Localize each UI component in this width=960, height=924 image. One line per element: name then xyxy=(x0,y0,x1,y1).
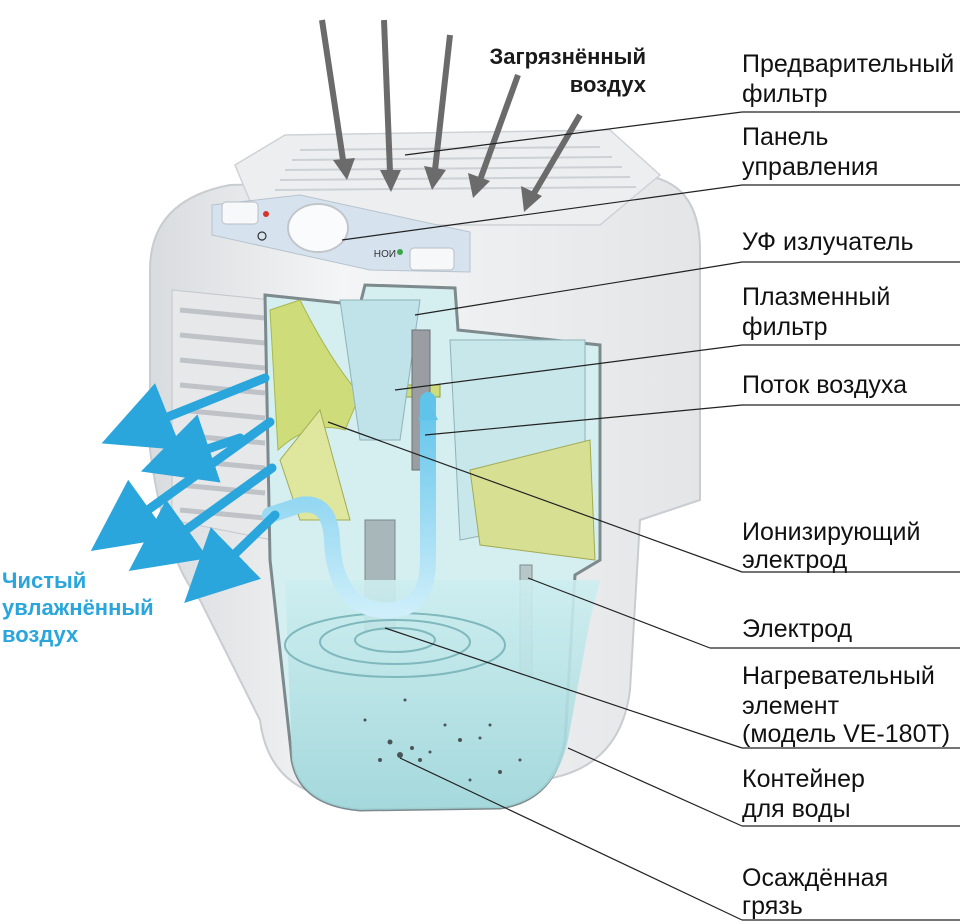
callout-settled-dirt: Осаждённая грязь xyxy=(399,757,960,921)
power-symbol-icon xyxy=(257,231,267,241)
callout-settled-dirt-line-1: Осаждённая xyxy=(742,864,888,892)
callout-uv-emitter: УФ излучатель xyxy=(414,228,960,316)
callout-plasma-filter-line-2: фильтр xyxy=(742,313,828,341)
callout-heating-element-line-1: Нагревательный xyxy=(742,662,935,690)
indicator-led-red xyxy=(263,211,269,217)
callout-settled-dirt-line-2: грязь xyxy=(742,892,803,920)
callout-heating-element-line-3: (модель VE-180T) xyxy=(742,720,950,748)
callout-heating-element-line-2: элемент xyxy=(742,692,840,720)
callout-ionizing-electrode: Ионизирующий электрод xyxy=(327,421,960,574)
callout-airflow: Поток воздуха xyxy=(424,371,960,436)
callout-uv-emitter-line-1: УФ излучатель xyxy=(742,228,913,256)
indicator-led-green xyxy=(397,249,403,255)
ion-label: ИОН xyxy=(374,247,396,258)
cutaway-interior xyxy=(262,283,602,812)
callout-electrode-line-1: Электрод xyxy=(742,615,853,643)
internal-airflow-arrow xyxy=(262,392,436,619)
callout-heating-element: Нагревательный элемент (модель VE-180T) xyxy=(384,627,960,749)
callout-ionizing-electrode-line-1: Ионизирующий xyxy=(742,518,920,546)
control-panel: ИОН xyxy=(211,194,471,273)
dirty-air-line-1: Загрязнённый xyxy=(489,44,646,69)
callout-prefilter-line-2: фильтр xyxy=(742,80,828,108)
callout-control-panel-line-2: управления xyxy=(742,153,878,181)
water xyxy=(285,580,600,810)
dirty-air-headline: Загрязнённый воздух xyxy=(489,44,646,97)
callout-ionizing-electrode-line-2: электрод xyxy=(742,546,848,574)
callout-plasma-filter: Плазменный фильтр xyxy=(394,283,960,391)
clean-air-line-3: воздух xyxy=(2,622,79,647)
clean-air-line-1: Чистый xyxy=(2,568,86,593)
callout-airflow-line-1: Поток воздуха xyxy=(742,371,907,399)
clean-air-headline: Чистый увлажнённый воздух xyxy=(2,568,154,647)
callout-prefilter-line-1: Предварительный xyxy=(742,50,954,78)
callout-plasma-filter-line-1: Плазменный xyxy=(742,283,890,311)
callout-control-panel: Панель управления xyxy=(341,123,960,241)
callout-prefilter: Предварительный фильтр xyxy=(404,50,960,156)
callout-water-container: Контейнер для воды xyxy=(567,747,960,827)
dirty-air-arrows xyxy=(319,19,583,212)
callout-water-container-line-1: Контейнер xyxy=(742,765,865,793)
callout-control-panel-line-1: Панель xyxy=(742,123,828,151)
clean-air-arrows xyxy=(90,373,280,604)
power-button[interactable] xyxy=(221,201,259,225)
callout-water-container-line-2: для воды xyxy=(742,795,851,823)
ion-button[interactable] xyxy=(409,247,455,271)
clean-air-line-2: увлажнённый xyxy=(2,595,154,620)
callout-electrode: Электрод xyxy=(527,577,960,649)
settled-dirt-specks xyxy=(363,698,522,782)
dirty-air-line-2: воздух xyxy=(570,72,647,97)
control-dial[interactable] xyxy=(287,203,349,253)
